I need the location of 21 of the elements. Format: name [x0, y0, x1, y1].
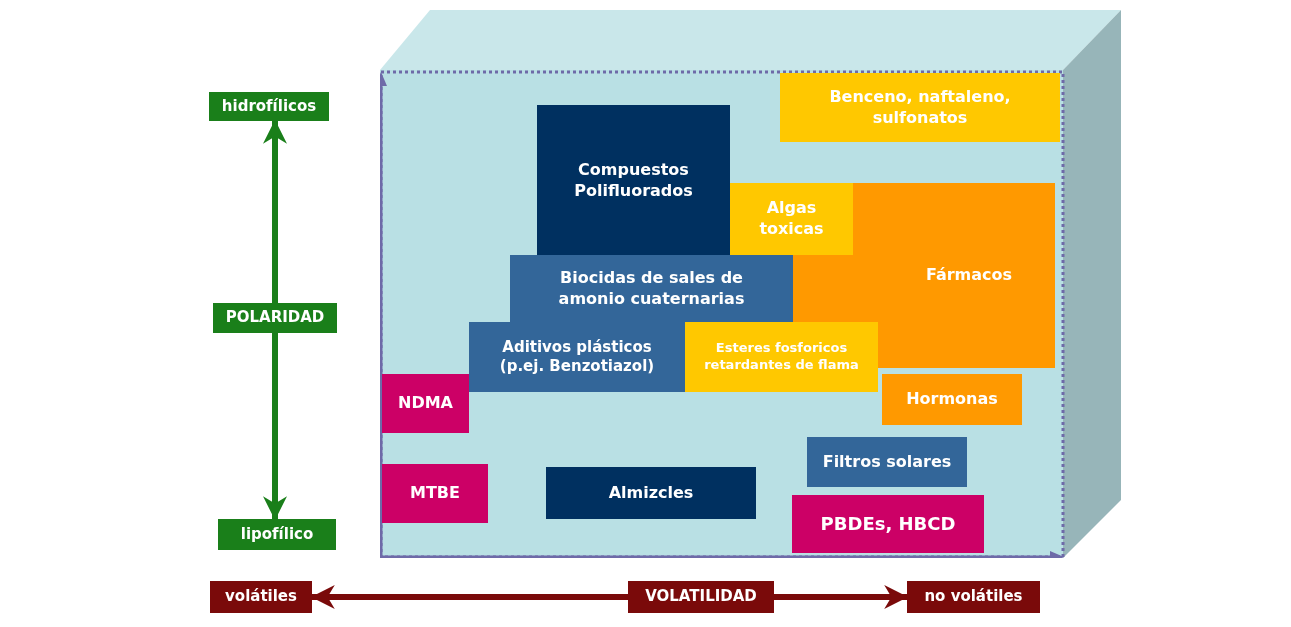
- category-box: MTBE: [382, 464, 488, 523]
- pole-label: lipofílico: [218, 519, 336, 550]
- arrow: [263, 119, 287, 303]
- category-box: Compuestos Polifluorados: [537, 105, 730, 256]
- pole-label: hidrofílicos: [209, 92, 329, 121]
- category-box: Benceno, naftaleno, sulfonatos: [780, 73, 1060, 142]
- pole-label: volátiles: [210, 581, 312, 613]
- axis-title: POLARIDAD: [213, 303, 337, 333]
- category-box: Algas toxicas: [730, 183, 853, 255]
- category-box: Filtros solares: [807, 437, 967, 487]
- pole-label: no volátiles: [907, 581, 1040, 613]
- category-box: Biocidas de sales de amonio cuaternarias: [510, 255, 793, 322]
- category-box: Aditivos plásticos (p.ej. Benzotiazol): [469, 322, 685, 392]
- category-box: Almizcles: [546, 467, 756, 519]
- category-box: PBDEs, HBCD: [792, 495, 984, 553]
- arrow: [263, 333, 287, 521]
- axis-title: VOLATILIDAD: [628, 581, 774, 613]
- category-box: NDMA: [382, 374, 469, 433]
- category-box: Esteres fosforicos retardantes de flama: [685, 322, 878, 392]
- arrow: [774, 585, 909, 609]
- category-box: Hormonas: [882, 374, 1022, 425]
